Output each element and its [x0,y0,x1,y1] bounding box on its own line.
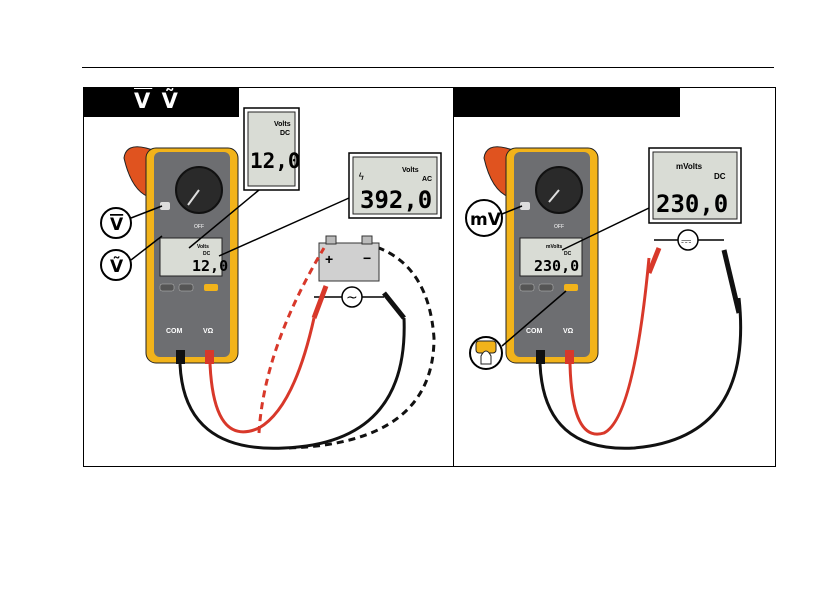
function-button-2 [179,284,193,291]
yellow-button [204,284,218,291]
panel-millivolt-measurement: OFF mVolts DC 230,0 COM VΩ mV mVolts DC … [453,87,776,467]
v-jack [565,350,574,364]
com-jack [176,350,185,364]
header-rule [82,67,774,68]
battery-plus-label: + [325,251,333,267]
terminal-v-label: VΩ [203,328,214,335]
yellow-button [564,284,578,291]
function-button-1 [520,284,534,291]
red-probe [314,286,326,318]
ac-source-symbol: ~ [346,290,358,306]
dc-source-symbol: ⎓ [681,234,691,249]
mv-callout-mode: DC [714,172,726,181]
meter-lcd-value: 230,0 [534,257,579,275]
panel-voltage-measurement: V Ṽ OFF Volts DC 12,0 COM VΩ V Ṽ [83,87,454,467]
meter-lcd-value: 12,0 [192,257,228,275]
dial-off-label: OFF [194,224,204,230]
ac-callout-lightning-icon: ϟ [358,172,365,183]
meter-lcd-unit: Volts [197,244,209,250]
v-jack [205,350,214,364]
function-button-1 [160,284,174,291]
black-probe [384,293,404,318]
mv-callout-unit: mVolts [676,162,703,171]
red-lead-dashed [259,248,324,433]
terminal-com-label: COM [166,328,183,335]
battery-minus-label: − [363,250,371,266]
ac-callout-mode: AC [422,176,432,183]
finger-press-icon [481,351,491,364]
dc-callout-value: 12,0 [250,149,301,173]
ac-volts-callout-symbol: Ṽ [110,254,124,277]
dc-volts-callout-symbol: V [110,215,124,235]
terminal-com-label: COM [526,328,543,335]
left-diagram: OFF Volts DC 12,0 COM VΩ V Ṽ Volts DC 12… [84,88,453,466]
mv-callout-label: mV [470,210,502,230]
function-button-2 [539,284,553,291]
mv-callout-value: 230,0 [656,190,728,218]
ac-callout-value: 392,0 [360,186,432,214]
red-probe [649,248,659,273]
terminal-v-label: VΩ [563,328,574,335]
com-jack [536,350,545,364]
ac-callout-unit: Volts [402,167,419,174]
black-probe [724,250,739,313]
dc-callout-unit: Volts [274,121,291,128]
dial-off-label: OFF [554,224,564,230]
dc-callout-mode: DC [280,130,290,137]
meter-lcd-unit: mVolts [546,244,563,250]
right-diagram: OFF mVolts DC 230,0 COM VΩ mV mVolts DC … [454,88,775,466]
